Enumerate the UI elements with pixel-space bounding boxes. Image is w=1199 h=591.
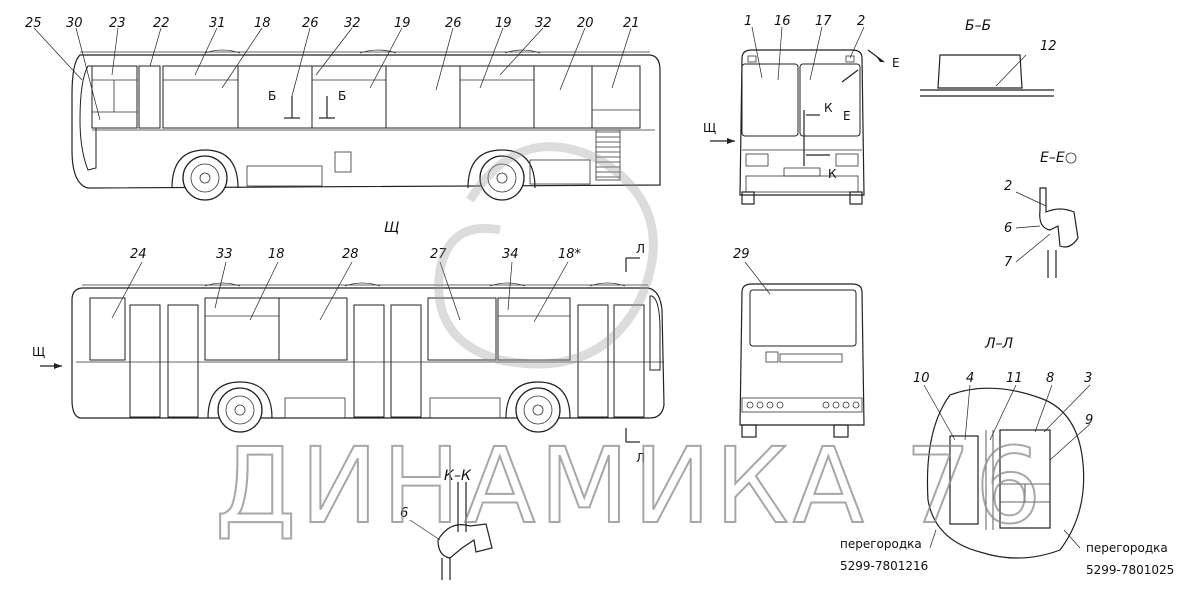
section-mark-k-lower: К — [828, 167, 837, 181]
partition-right-code: 5299-7801025 — [1086, 563, 1174, 577]
callout-side-bottom-7: 18* — [558, 247, 582, 262]
callout-side-bottom-3: 18 — [268, 247, 285, 262]
view-mark-shch-side: Щ — [32, 345, 45, 359]
callout-side-top-14: 21 — [623, 16, 640, 31]
section-mark-e-lower: Е — [843, 109, 851, 123]
section-mark-b-right: Б — [338, 89, 346, 103]
callout-side-top-13: 20 — [577, 16, 594, 31]
section-mark-b-left: Б — [268, 89, 276, 103]
partition-left-label: перегородка — [840, 537, 922, 551]
section-kk-title: К–К — [444, 468, 472, 484]
callout-rear-1: 29 — [733, 247, 750, 262]
section-mark-l-bottom: Л — [636, 451, 645, 465]
section-bb-title: Б–Б — [965, 18, 991, 34]
callout-side-top-6: 18 — [254, 16, 271, 31]
callout-ll-6: 9 — [1085, 413, 1093, 428]
callout-ll-3: 11 — [1006, 371, 1023, 386]
callout-side-top-12: 32 — [535, 16, 552, 31]
callout-front-2: 16 — [774, 14, 791, 29]
section-ll: Л–Л 10 4 11 8 3 9 перегородка 5299-78012… — [840, 336, 1174, 577]
callout-side-top-3: 23 — [109, 16, 126, 31]
section-mark-l-top: Л — [636, 242, 645, 256]
callout-side-top-5: 31 — [209, 16, 226, 31]
callout-front-4: 2 — [857, 14, 865, 29]
callout-side-bottom-1: 24 — [130, 247, 147, 262]
callout-side-bottom-6: 34 — [502, 247, 519, 262]
callout-side-top-11: 19 — [495, 16, 512, 31]
section-kk: К–К 6 — [400, 468, 493, 580]
bus-side-view-top: Б Б 25 30 23 22 31 18 26 32 19 26 19 — [25, 16, 661, 201]
section-mark-k-upper: К — [824, 101, 833, 115]
bus-front-view: К К Е Е Щ 1 16 17 2 — [703, 14, 900, 205]
partition-left-code: 5299-7801216 — [840, 559, 928, 573]
callout-side-bottom-5: 27 — [430, 247, 447, 262]
section-ll-title: Л–Л — [984, 336, 1014, 352]
watermark: ДИНАМИКА 76 — [214, 142, 1045, 548]
callout-ll-1: 10 — [913, 371, 930, 386]
callout-side-top-10: 26 — [445, 16, 462, 31]
watermark-text: ДИНАМИКА 76 — [215, 425, 1045, 547]
callout-kk-1: 6 — [400, 506, 408, 521]
section-ee: Е–Е 2 6 7 — [1004, 150, 1079, 278]
bus-rear-view: 29 — [733, 247, 865, 438]
callout-ll-2: 4 — [966, 371, 974, 386]
callout-side-bottom-2: 33 — [216, 247, 233, 262]
callout-side-top-4: 22 — [153, 16, 170, 31]
section-bb: Б–Б 12 — [920, 18, 1057, 97]
bus-side-view-bottom: Щ Щ — [32, 220, 665, 465]
callout-side-top-8: 32 — [344, 16, 361, 31]
callout-ll-5: 3 — [1084, 371, 1092, 386]
callout-side-top-1: 25 — [25, 16, 42, 31]
callout-front-1: 1 — [744, 14, 752, 29]
callout-ee-3: 7 — [1004, 255, 1013, 270]
callout-side-top-7: 26 — [302, 16, 319, 31]
callout-bb-1: 12 — [1040, 39, 1057, 54]
view-shch-title: Щ — [384, 220, 399, 236]
section-ee-title: Е–Е — [1040, 150, 1065, 166]
callout-side-top-2: 30 — [66, 16, 83, 31]
partition-right-label: перегородка — [1086, 541, 1168, 555]
view-mark-shch-front: Щ — [703, 121, 716, 135]
section-mark-e-upper: Е — [892, 56, 900, 70]
callout-ll-4: 8 — [1046, 371, 1054, 386]
callout-side-top-9: 19 — [394, 16, 411, 31]
callout-front-3: 17 — [815, 14, 832, 29]
callout-ee-1: 2 — [1004, 179, 1012, 194]
callout-side-bottom-4: 28 — [342, 247, 359, 262]
callout-ee-2: 6 — [1004, 221, 1012, 236]
